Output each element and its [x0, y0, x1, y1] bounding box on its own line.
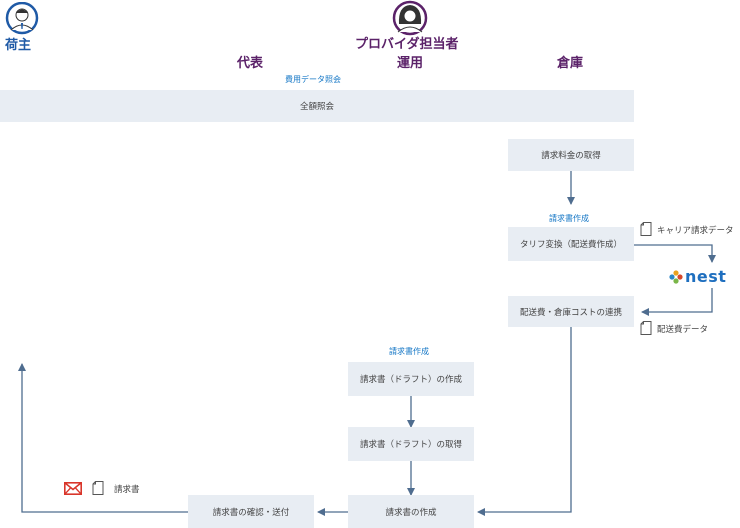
shipper-avatar-icon [5, 2, 39, 35]
box-invoice-confirm-send: 請求書の確認・送付 [188, 495, 314, 528]
box-tariff-conversion: タリフ変換（配送費作成） [508, 227, 634, 261]
mail-icon [64, 482, 82, 495]
provider-avatar-icon [392, 0, 428, 36]
lane-representative: 代表 [237, 56, 264, 71]
invoice-doc-label: 請求書 [114, 485, 140, 495]
box-total-inquiry: 全額照会 [0, 90, 634, 122]
nest-logo-icon [669, 270, 683, 284]
arrow-costlink-to-invoice [477, 327, 572, 516]
carrier-invoice-data-label: キャリア請求データ [657, 226, 734, 236]
arrow-confirm-to-shipper [18, 363, 188, 513]
box-draft-create: 請求書（ドラフト）の作成 [348, 362, 474, 396]
box-cost-link: 配送費・倉庫コストの連携 [508, 296, 634, 327]
carrier-data-document-icon [640, 222, 652, 236]
lane-operations: 運用 [397, 56, 424, 71]
shipper-label: 荷主 [5, 38, 32, 53]
shipping-cost-document-icon [640, 321, 652, 335]
invoice-creation-label-operations: 請求書作成 [389, 347, 429, 356]
arrow-tariff-to-nest [634, 244, 716, 263]
box-invoice-make: 請求書の作成 [348, 495, 474, 528]
invoice-creation-label-warehouse: 請求書作成 [549, 214, 589, 223]
arrow-nest-to-costlink [641, 288, 713, 316]
provider-label: プロバイダ担当者 [355, 37, 459, 52]
invoice-document-icon [92, 481, 104, 495]
box-get-fees: 請求料金の取得 [508, 139, 634, 171]
nest-logo-text: nest [685, 267, 727, 286]
cost-inquiry-label: 費用データ照会 [285, 75, 341, 84]
lane-warehouse: 倉庫 [557, 56, 584, 71]
shipping-cost-data-label: 配送費データ [657, 325, 709, 335]
box-draft-get: 請求書（ドラフト）の取得 [348, 427, 474, 461]
